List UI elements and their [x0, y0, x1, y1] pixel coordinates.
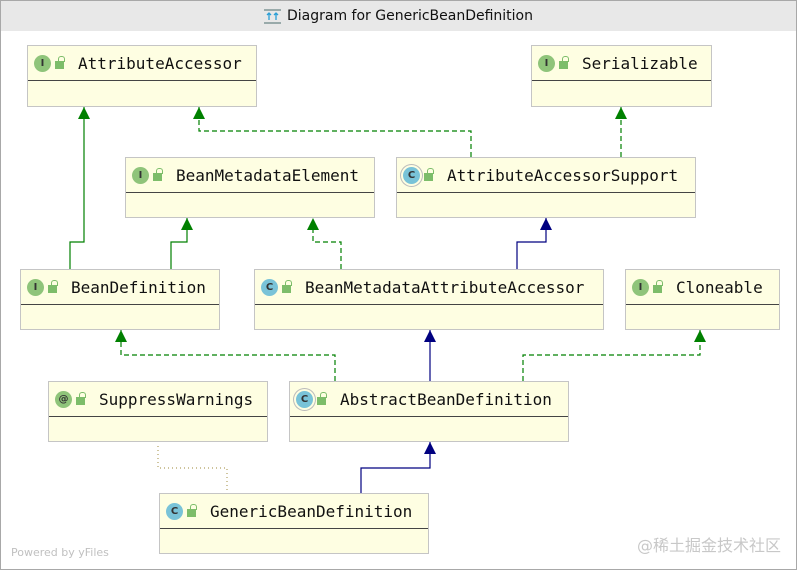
interface-icon: I	[34, 54, 51, 72]
interface-icon: I	[632, 278, 649, 296]
node-header: C BeanMetadataAttributeAccessor	[255, 270, 603, 305]
arrowhead	[424, 330, 436, 342]
arrowhead	[615, 107, 627, 119]
title-bar: Diagram for GenericBeanDefinition	[1, 1, 796, 31]
class-name: BeanMetadataElement	[176, 165, 360, 185]
public-lock-icon	[282, 280, 292, 293]
class-name: AttributeAccessor	[78, 53, 242, 73]
class-node[interactable]: C AttributeAccessorSupport	[396, 157, 696, 218]
class-node[interactable]: I AttributeAccessor	[27, 45, 257, 107]
node-header: I Cloneable	[626, 270, 779, 305]
class-node[interactable]: C BeanMetadataAttributeAccessor	[254, 269, 604, 330]
public-lock-icon	[559, 56, 569, 69]
node-header: C AbstractBeanDefinition	[290, 382, 568, 417]
edge-class-extends	[360, 442, 431, 493]
powered-by: Powered by yFiles	[11, 546, 109, 559]
annotation-icon: @	[55, 390, 72, 408]
edge-class-extends	[516, 218, 547, 269]
arrowhead	[424, 442, 436, 454]
node-header: C AttributeAccessorSupport	[397, 158, 695, 193]
arrowhead	[193, 107, 205, 119]
public-lock-icon	[48, 280, 58, 293]
class-node[interactable]: I BeanDefinition	[20, 269, 220, 330]
interface-icon: I	[132, 166, 149, 184]
arrowhead	[307, 218, 319, 230]
class-name: AbstractBeanDefinition	[340, 389, 552, 409]
node-header: I AttributeAccessor	[28, 46, 256, 81]
watermark: @稀土掘金技术社区	[636, 536, 781, 555]
class-name: BeanDefinition	[71, 277, 206, 297]
class-name: BeanMetadataAttributeAccessor	[305, 277, 585, 297]
node-header: I BeanDefinition	[21, 270, 219, 305]
class-icon: C	[261, 278, 278, 296]
node-header: I BeanMetadataElement	[126, 158, 374, 193]
edge-annotated	[157, 446, 228, 493]
edge-implements	[120, 330, 336, 381]
interface-icon: I	[27, 278, 44, 296]
arrowhead	[78, 107, 90, 119]
arrowhead	[115, 330, 127, 342]
public-lock-icon	[424, 168, 434, 181]
arrowhead	[694, 330, 706, 342]
arrowhead	[181, 218, 193, 230]
arrowhead	[540, 218, 552, 230]
node-header: @ SuppressWarnings	[49, 382, 267, 417]
abstract-class-icon: C	[296, 390, 313, 408]
class-node[interactable]: C AbstractBeanDefinition	[289, 381, 569, 442]
edge-implements	[312, 218, 342, 269]
class-node[interactable]: @ SuppressWarnings	[48, 381, 268, 442]
edge-implements	[522, 330, 701, 381]
public-lock-icon	[153, 168, 163, 181]
abstract-class-icon: C	[403, 166, 420, 184]
class-name: Cloneable	[676, 277, 763, 297]
public-lock-icon	[76, 392, 86, 405]
class-node[interactable]: I Cloneable	[625, 269, 780, 330]
class-node[interactable]: I BeanMetadataElement	[125, 157, 375, 218]
class-name: GenericBeanDefinition	[210, 501, 413, 521]
diagram-icon	[263, 8, 281, 24]
public-lock-icon	[653, 280, 663, 293]
interface-icon: I	[538, 54, 555, 72]
public-lock-icon	[317, 392, 327, 405]
class-icon: C	[166, 502, 183, 520]
class-name: AttributeAccessorSupport	[447, 165, 679, 185]
class-name: SuppressWarnings	[99, 389, 254, 409]
edge-implements	[198, 107, 472, 157]
public-lock-icon	[55, 56, 65, 69]
edge-extends	[69, 107, 85, 269]
window-title: Diagram for GenericBeanDefinition	[286, 8, 533, 24]
class-name: Serializable	[582, 53, 698, 73]
class-node[interactable]: I Serializable	[531, 45, 712, 107]
node-header: C GenericBeanDefinition	[160, 494, 428, 529]
class-node[interactable]: C GenericBeanDefinition	[159, 493, 429, 554]
node-header: I Serializable	[532, 46, 711, 81]
public-lock-icon	[187, 504, 197, 517]
